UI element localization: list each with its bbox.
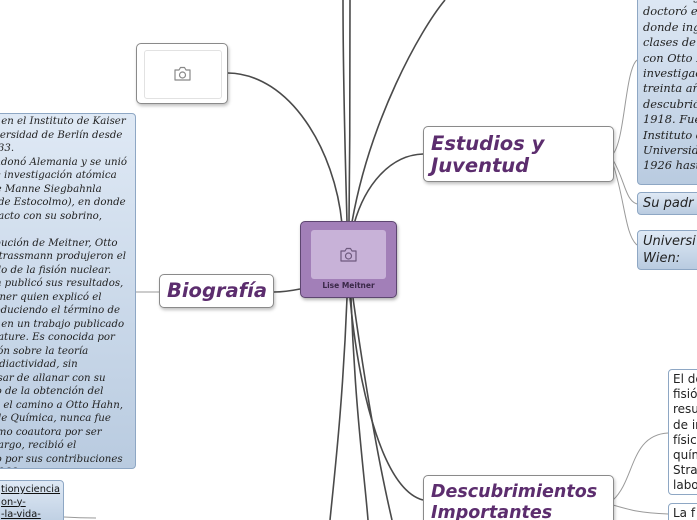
note-line: Stra	[673, 463, 697, 478]
note-line: gación sobre la teoría	[0, 345, 89, 357]
connector-estudios-note	[612, 59, 638, 155]
note-line: resu	[673, 402, 697, 417]
note-line: en 1966	[0, 466, 127, 468]
note-lines: El defisióresude infísicquímStralabo	[673, 372, 697, 494]
note-line: al de investigación atómica	[0, 170, 117, 181]
note-line: Universidad de Berlín desde	[0, 129, 123, 141]
note-line: iento de la obtención del	[0, 386, 104, 397]
connector-universidad-note	[612, 163, 638, 246]
note-line: iento por sus contribuciones	[0, 453, 123, 465]
universidad-note[interactable]: Universi Wien:	[637, 230, 697, 270]
topic-label-line-2: Juventud	[431, 154, 530, 177]
connector-image-node	[227, 72, 343, 225]
note-line: ntribución de Meitner, Otto	[0, 237, 118, 249]
note-line: sora en el Instituto de Kaiser	[0, 116, 126, 127]
biografia-note[interactable]: sora en el Instituto de KaiserUniversida…	[0, 113, 136, 469]
note-line: tionyciencia	[1, 484, 61, 495]
note-line: Instituto d	[643, 127, 697, 142]
note-text: Su padr	[643, 196, 694, 211]
note-line-2: Wien:	[643, 251, 681, 266]
note-line: abandonó Alemania y se unió	[0, 156, 127, 168]
note-line: contacto con su sobrino,	[0, 210, 103, 222]
note-line: embargo, recibió el	[0, 440, 77, 451]
note-line: a como coautora por ser	[0, 426, 102, 438]
connector-descubrimientos	[349, 297, 424, 501]
note-line: Meitner quien explicó el	[0, 291, 102, 303]
note-line: Universida	[643, 143, 697, 158]
note-line: a pesar de allanar con su	[0, 372, 106, 384]
note-line: de in	[673, 417, 697, 432]
note-line: lear, en un trabajo publicado	[0, 318, 125, 330]
topic-label: Biografía	[167, 279, 268, 302]
central-image	[311, 230, 386, 279]
note-line: labo	[673, 478, 697, 493]
camera-icon	[340, 247, 357, 262]
fission-note[interactable]: La f	[668, 503, 697, 520]
padre-note[interactable]: Su padr	[637, 192, 697, 215]
note-lines: sora en el Instituto de KaiserUniversida…	[0, 115, 127, 468]
note-line: dad de Estocolmo), en donde	[0, 197, 126, 208]
note-line: h.	[0, 223, 127, 237]
note-line: físic	[673, 432, 697, 447]
note-line: -la-vida-	[1, 509, 41, 520]
connector-bottom-3	[352, 297, 393, 520]
note-line: donde ingr	[643, 0, 697, 4]
note-line: itz Strassmann produjeron el	[0, 251, 127, 262]
camera-icon	[174, 66, 191, 81]
note-line: quím	[673, 448, 697, 463]
note-text: La f	[673, 506, 696, 520]
image-placeholder	[144, 50, 222, 99]
connector-link-note	[63, 516, 97, 519]
note-line: 1926 hasta	[643, 158, 697, 173]
note-line: la radiactividad, sin	[0, 359, 78, 370]
connector-top-2	[348, 0, 351, 223]
descubrimiento-note[interactable]: El defisióresude infísicquímStralabo	[668, 369, 697, 495]
connector-top-3	[351, 0, 446, 223]
connector-bottom-1	[329, 297, 348, 520]
note-line: bel de Química, nunca fue	[0, 413, 111, 424]
note-line: emplo de la fisión nuclear.	[0, 264, 112, 276]
note-line: introduciendo el término de	[0, 305, 121, 316]
note-line: ta Nature. Es conocida por	[0, 332, 115, 343]
connector-biografia	[273, 288, 301, 293]
connector-fission-note	[612, 504, 669, 515]
connector-estudios	[353, 153, 424, 225]
note-line: to de Manne Siegbahnla	[0, 183, 102, 195]
topic-estudios-y-juventud[interactable]: Estudios y Juventud	[423, 126, 614, 182]
connector-descubrimiento-note	[612, 432, 669, 501]
central-node[interactable]: Lise Meitner	[300, 221, 397, 298]
topic-label-line-2: Importantes	[431, 503, 553, 520]
image-node[interactable]	[136, 43, 228, 104]
note-line: investigaci	[643, 66, 697, 81]
note-line: a 1933.	[0, 143, 15, 154]
note-line: descubrió	[643, 96, 697, 111]
note-line: dahn publicó sus resultados,	[0, 278, 124, 289]
note-line: fisió	[673, 387, 697, 402]
note-line: El de	[673, 372, 697, 386]
note-line-1: Universi	[643, 234, 696, 249]
connector-bottom-2	[350, 297, 369, 520]
note-line: on-y-	[1, 496, 26, 508]
note-line: donde ingr	[643, 19, 697, 34]
note-line: treinta año	[643, 81, 697, 96]
topic-descubrimientos-importantes[interactable]: Descubrimientos Importantes	[423, 475, 614, 520]
topic-biografia[interactable]: Biografía	[159, 274, 274, 308]
note-line: con Otto H	[643, 50, 697, 65]
topic-label-line-1: Descubrimientos	[431, 482, 598, 502]
connector-top-1	[342, 0, 348, 223]
note-line: isión el camino a Otto Hahn,	[0, 399, 124, 411]
note-line: doctoró en	[643, 4, 697, 19]
note-line: clases de I	[643, 35, 697, 50]
topic-label-line-1: Estudios y	[431, 132, 545, 155]
connector-padre-note	[612, 159, 638, 205]
central-label: Lise Meitner	[322, 281, 375, 290]
note-line: 1918. Fue	[643, 112, 697, 127]
